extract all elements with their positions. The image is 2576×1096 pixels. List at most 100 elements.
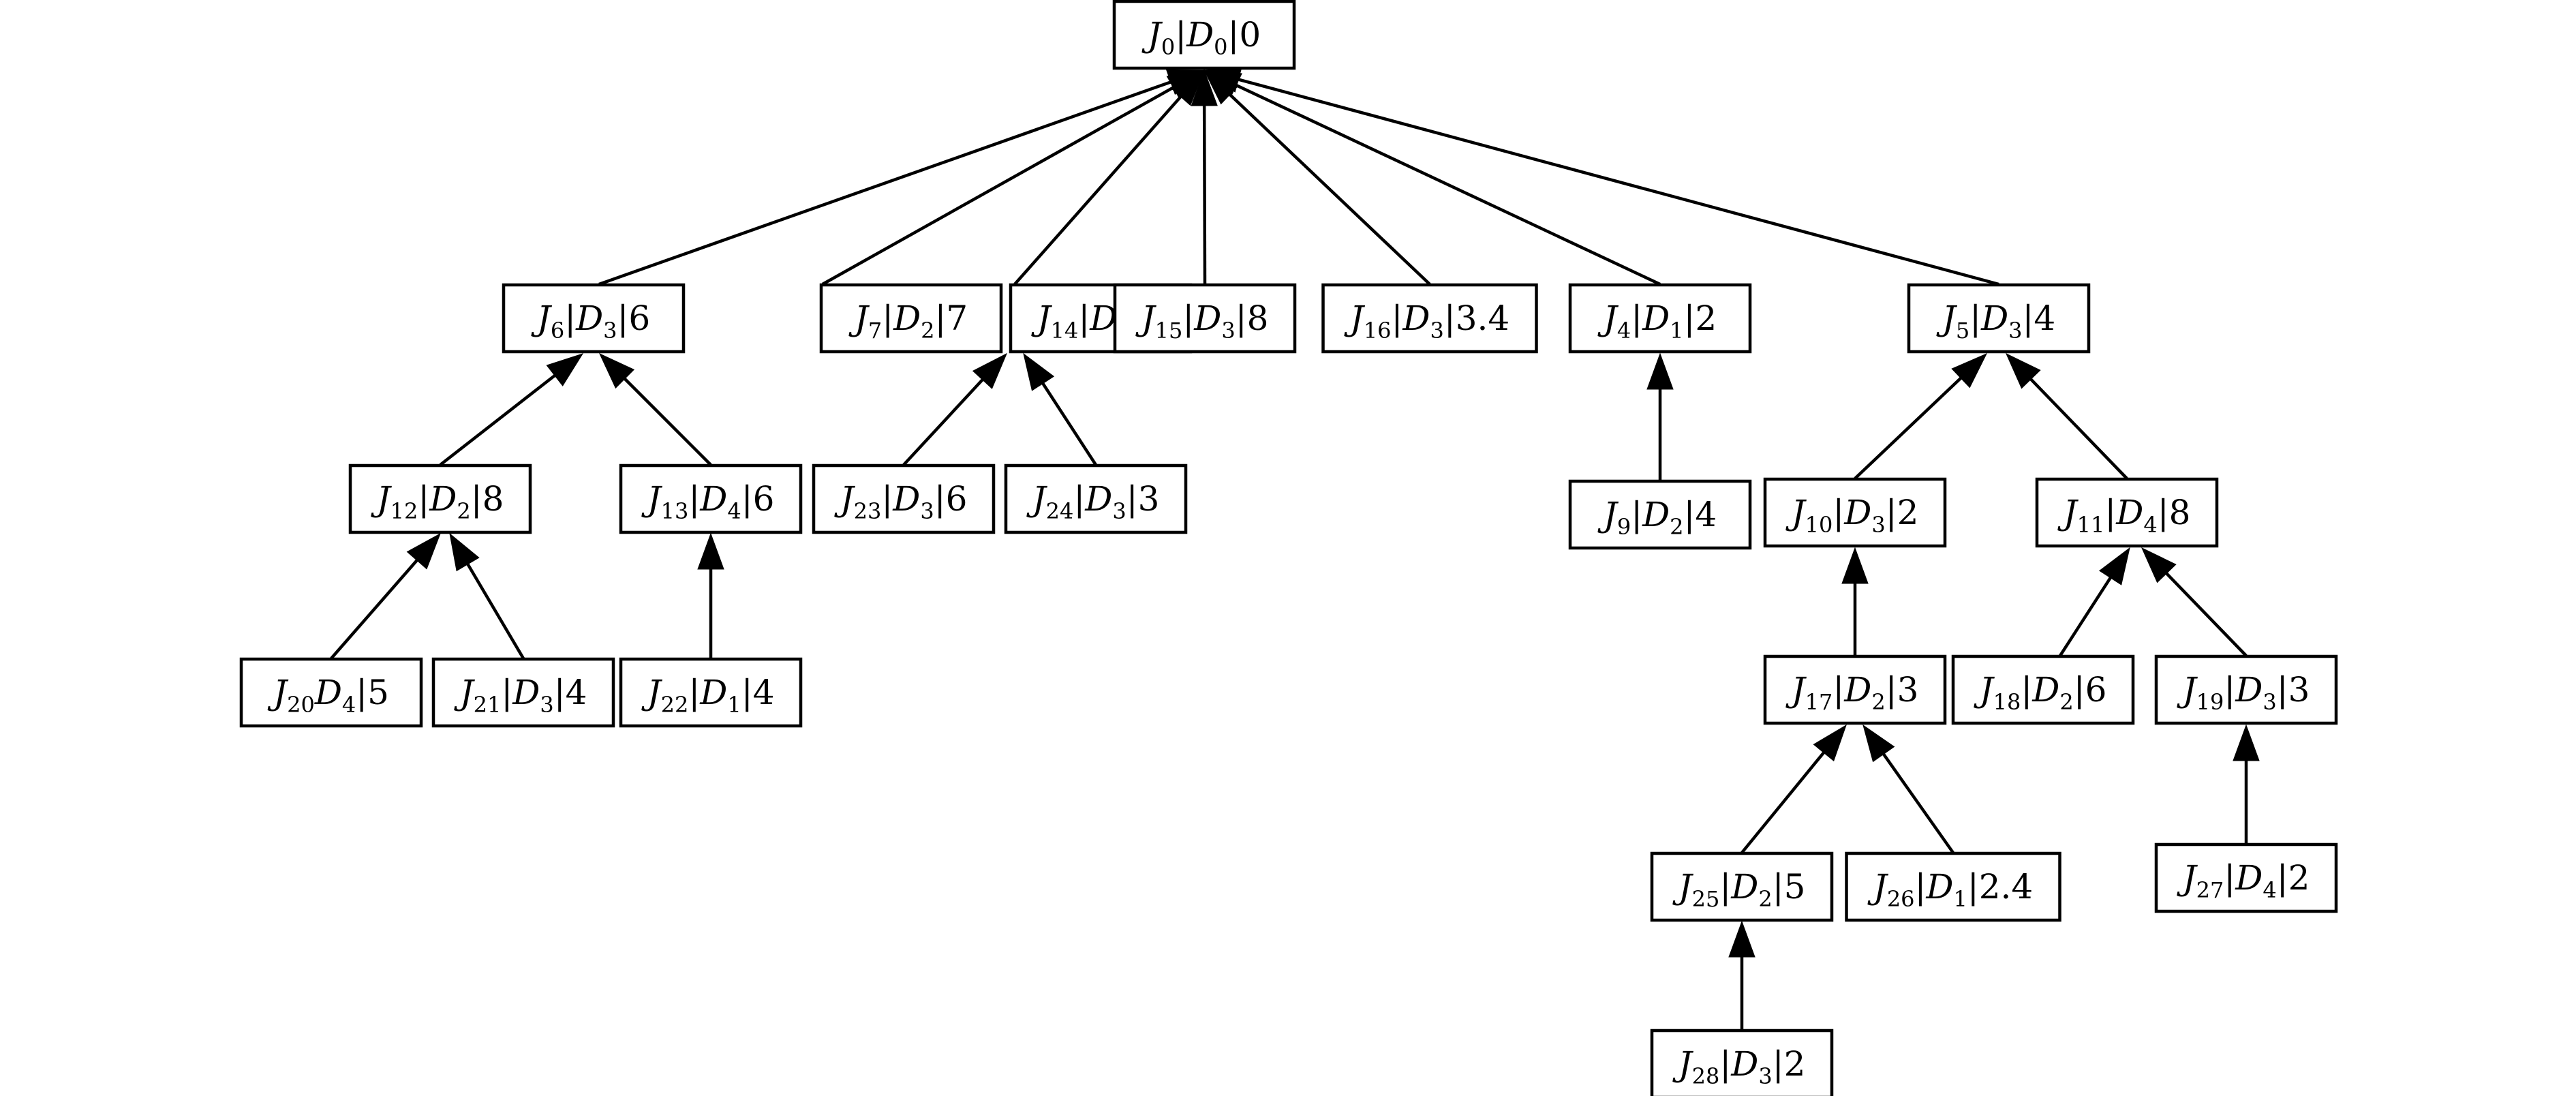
edge-line (598, 80, 1171, 286)
edge-J18-to-J11 (2059, 547, 2130, 657)
edge-line (1013, 95, 1182, 286)
edge-line (1882, 753, 1954, 854)
edge-line (1741, 751, 1825, 854)
arrowhead-icon (697, 532, 724, 570)
node-box (1568, 283, 1752, 354)
arrowhead-icon (598, 352, 635, 389)
edge-line (624, 378, 712, 466)
node-j15: J15|D3|8 (1113, 283, 1297, 354)
arrowhead-icon (1191, 69, 1218, 106)
arrowhead-icon (2233, 724, 2260, 761)
arrowhead-icon (1646, 352, 1674, 390)
node-j26: J26|D1|2.4 (1845, 851, 2061, 922)
node-label: J28|D3|2 (1672, 1044, 1806, 1089)
edge-J6-to-J0 (598, 69, 1206, 286)
edge-J25-to-J17 (1741, 724, 1847, 854)
arrowhead-icon (1951, 352, 1988, 389)
edge-J5-to-J0 (1203, 66, 1999, 286)
node-j20: J20D4|5 (239, 657, 423, 728)
edge-line (330, 559, 418, 660)
edge-J27-to-J19 (2233, 724, 2260, 844)
node-label: J4|D1|2 (1597, 299, 1717, 344)
node-j24: J24|D3|3 (1004, 463, 1188, 534)
node-j10: J10|D3|2 (1763, 477, 1947, 548)
edge-J19-to-J11 (2141, 547, 2248, 657)
node-label: J6|D3|6 (531, 299, 650, 344)
node-label: J9|D2|4 (1597, 495, 1717, 540)
node-box (502, 283, 686, 354)
node-box (431, 657, 615, 728)
node-box (812, 463, 996, 534)
arrowhead-icon (1862, 724, 1895, 763)
node-box (1845, 851, 2061, 922)
edge-J14-to-J0 (1013, 69, 1205, 286)
node-box (1650, 851, 1834, 922)
node-box (1568, 479, 1752, 550)
arrowhead-icon (546, 353, 584, 386)
node-j0: J0|D0|0 (1112, 0, 1296, 70)
edge-J28-to-J25 (1728, 920, 1755, 1030)
edge-J12-to-J6 (439, 353, 584, 466)
edge-J11-to-J5 (2005, 352, 2128, 480)
arrowhead-icon (1841, 547, 1869, 584)
node-label: J7|D2|7 (848, 299, 968, 344)
edges-layer (330, 66, 2260, 1030)
node-box (1112, 0, 1296, 70)
node-box (619, 463, 803, 534)
arrowhead-icon (1728, 920, 1755, 958)
edge-line (1041, 382, 1097, 466)
node-box (1763, 654, 1947, 725)
arrowhead-icon (406, 532, 441, 570)
arrowhead-icon (2005, 352, 2041, 389)
node-box (2035, 477, 2219, 548)
node-label: J27|D4|2 (2177, 858, 2310, 903)
arrowhead-icon (2141, 547, 2177, 583)
node-box (1907, 283, 2091, 354)
edge-line (902, 378, 984, 466)
edge-J7-to-J0 (821, 70, 1206, 286)
node-j17: J17|D2|3 (1763, 654, 1947, 725)
edge-J21-to-J12 (449, 532, 525, 660)
arrowhead-icon (449, 532, 480, 572)
node-label: J5|D3|4 (1936, 299, 2055, 344)
arrowhead-icon (1170, 69, 1205, 106)
node-box (619, 657, 803, 728)
node-j4: J4|D1|2 (1568, 283, 1752, 354)
edge-line (2165, 572, 2248, 657)
edge-J9-to-J4 (1646, 352, 1674, 481)
node-label: J21|D3|4 (454, 673, 587, 718)
edge-J16-to-J0 (1203, 69, 1431, 286)
node-box (1763, 477, 1947, 548)
edge-line (2059, 577, 2112, 657)
node-j13: J13|D4|6 (619, 463, 803, 534)
node-j12: J12|D2|8 (348, 463, 532, 534)
edge-J24-to-J14 (1023, 352, 1097, 466)
edge-J20-to-J12 (330, 532, 441, 660)
edge-line (1229, 93, 1431, 286)
node-label: J23|D3|6 (834, 479, 968, 524)
edge-line (821, 86, 1174, 286)
node-label: J26|D1|2.4 (1867, 867, 2033, 912)
node-box (1951, 654, 2135, 725)
node-j22: J22|D1|4 (619, 657, 803, 728)
node-j11: J11|D4|8 (2035, 477, 2219, 548)
edge-J17-to-J10 (1841, 547, 1869, 656)
edge-J15-to-J0 (1191, 69, 1218, 285)
edge-line (466, 563, 525, 660)
arrowhead-icon (1813, 724, 1847, 762)
node-j6: J6|D3|6 (502, 283, 686, 354)
node-j16: J16|D3|3.4 (1321, 283, 1538, 354)
arrowhead-icon (1023, 352, 1055, 391)
node-j28: J28|D3|2 (1650, 1029, 1834, 1096)
node-box (819, 283, 1003, 354)
node-j5: J5|D3|4 (1907, 283, 2091, 354)
node-label: J17|D2|3 (1785, 670, 1919, 715)
edge-line (1236, 84, 1661, 286)
node-box (2154, 654, 2338, 725)
edge-J22-to-J13 (697, 532, 724, 658)
node-box (239, 657, 423, 728)
edge-J13-to-J6 (598, 352, 712, 466)
node-box (348, 463, 532, 534)
node-box (1321, 283, 1538, 354)
